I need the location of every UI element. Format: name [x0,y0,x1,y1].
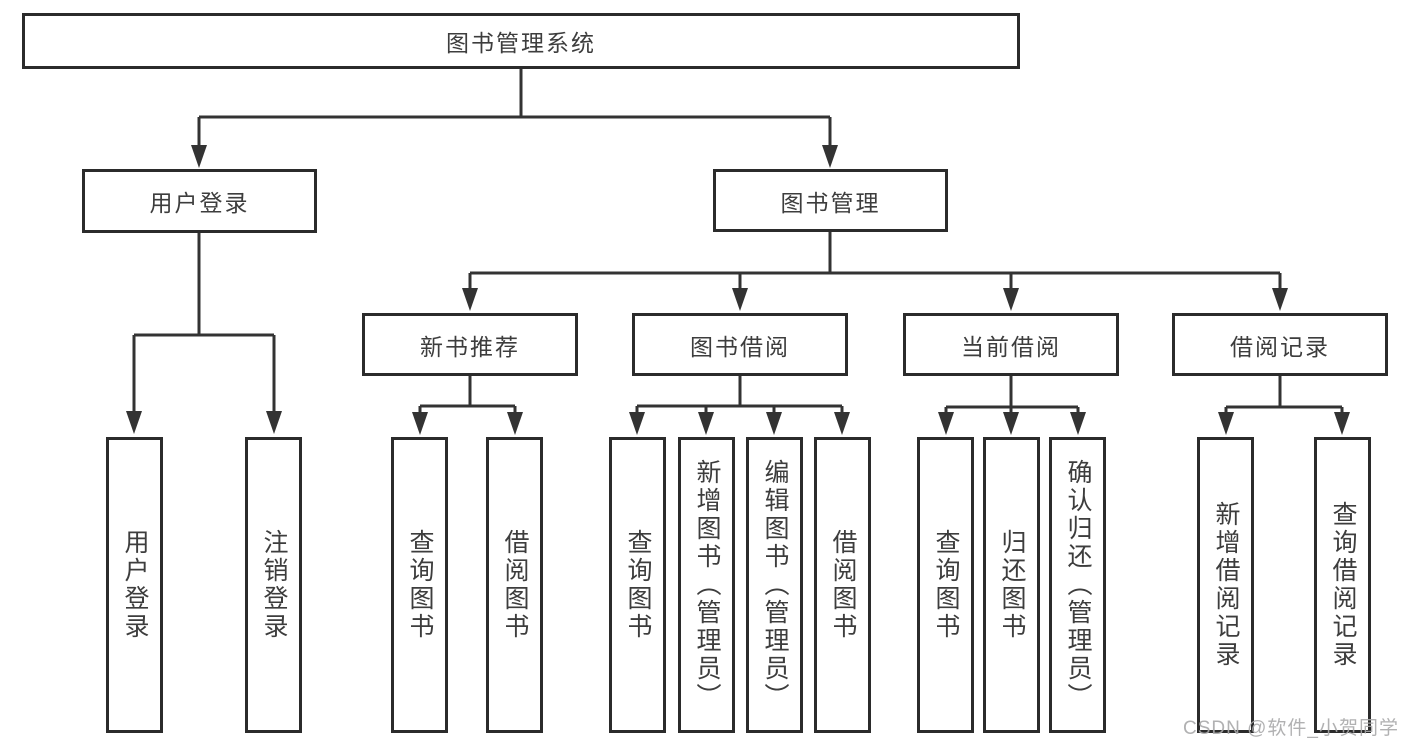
leaf-query-borrow-record: 查询借阅记录 [1314,437,1371,733]
node-library-management-system: 图书管理系统 [22,13,1020,69]
leaf-logout-label: 注销登录 [260,529,288,641]
leaf-edit-book-admin-label: 编辑图书（管理员） [761,459,789,711]
leaf-borrow-books-borrow-label: 借阅图书 [829,529,857,641]
leaf-borrow-books-recommend: 借阅图书 [486,437,543,733]
leaf-user-login: 用户登录 [106,437,163,733]
leaf-borrow-books-borrow: 借阅图书 [814,437,871,733]
leaf-return-book: 归还图书 [983,437,1040,733]
leaf-add-borrow-record: 新增借阅记录 [1197,437,1254,733]
leaf-edit-book-admin: 编辑图书（管理员） [746,437,803,733]
leaf-query-books-recommend: 查询图书 [391,437,448,733]
leaf-query-books-borrow: 查询图书 [609,437,666,733]
leaf-query-books-current-label: 查询图书 [932,529,960,641]
leaf-query-books-current: 查询图书 [917,437,974,733]
node-book-management: 图书管理 [713,169,948,232]
leaf-borrow-books-recommend-label: 借阅图书 [501,529,529,641]
leaf-query-borrow-record-label: 查询借阅记录 [1329,501,1357,669]
node-book-borrowing: 图书借阅 [632,313,848,376]
leaf-query-books-borrow-label: 查询图书 [624,529,652,641]
leaf-add-borrow-record-label: 新增借阅记录 [1212,501,1240,669]
node-user-login: 用户登录 [82,169,317,233]
arrowheads [126,145,1350,435]
leaf-return-book-label: 归还图书 [998,529,1026,641]
leaf-confirm-return-admin: 确认归还（管理员） [1049,437,1106,733]
leaf-logout: 注销登录 [245,437,302,733]
node-current-borrowing: 当前借阅 [903,313,1119,376]
watermark: CSDN @软件_小贺同学 [1183,718,1399,739]
leaf-query-books-recommend-label: 查询图书 [406,529,434,641]
node-new-book-recommendation: 新书推荐 [362,313,578,376]
leaf-add-book-admin: 新增图书（管理员） [678,437,735,733]
leaf-confirm-return-admin-label: 确认归还（管理员） [1064,459,1092,711]
node-borrowing-records: 借阅记录 [1172,313,1388,376]
leaf-user-login-label: 用户登录 [121,529,149,641]
leaf-add-book-admin-label: 新增图书（管理员） [693,459,721,711]
